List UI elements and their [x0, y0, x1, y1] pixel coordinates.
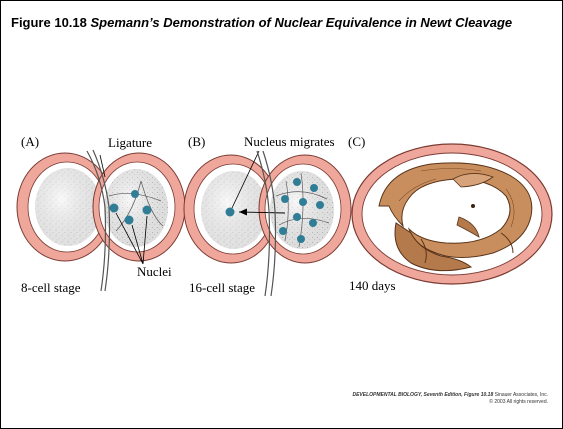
nucleus-icon — [131, 190, 139, 198]
nucleus-icon — [279, 227, 287, 235]
nucleus-icon — [293, 213, 301, 221]
credit-book: DEVELOPMENTAL BIOLOGY, Seventh Edition, … — [352, 392, 493, 398]
nuclei-label: Nuclei — [137, 264, 172, 279]
migrated-nucleus-icon — [226, 208, 235, 217]
credit-copyright: © 2003 All rights reserved. — [489, 399, 548, 405]
nucleus-icon — [110, 204, 119, 213]
panel-b-caption: 16-cell stage — [189, 280, 255, 295]
nucleus-icon — [143, 206, 152, 215]
nucleus-icon — [316, 201, 324, 209]
credit-line: DEVELOPMENTAL BIOLOGY, Seventh Edition, … — [352, 392, 548, 406]
panel-a-caption: 8-cell stage — [21, 280, 81, 295]
nucleus-migrates-label: Nucleus migrates — [244, 134, 335, 149]
panel-b-letter: (B) — [188, 134, 205, 149]
nucleus-icon — [299, 198, 307, 206]
egg-right-half — [93, 153, 185, 261]
ligature-label: Ligature — [108, 135, 152, 150]
panel-b: (B) Nucleus migrates 16-cell stage — [184, 134, 351, 296]
panel-a-letter: (A) — [21, 134, 39, 149]
nucleus-icon — [297, 235, 305, 243]
nucleus-icon — [309, 219, 317, 227]
egg-right-half — [259, 155, 351, 263]
panel-c-letter: (C) — [348, 134, 365, 149]
panel-c: (C) 140 days — [348, 134, 552, 293]
credit-publisher: Sinauer Associates, Inc. — [495, 392, 548, 398]
panel-a: (A) Ligature Nuclei 8-cell stage — [17, 134, 185, 295]
nucleus-icon — [310, 184, 318, 192]
nucleus-icon — [125, 216, 134, 225]
nucleus-icon — [281, 195, 289, 203]
nucleus-icon — [293, 178, 301, 186]
eye-icon — [471, 204, 475, 208]
panel-c-caption: 140 days — [349, 278, 396, 293]
